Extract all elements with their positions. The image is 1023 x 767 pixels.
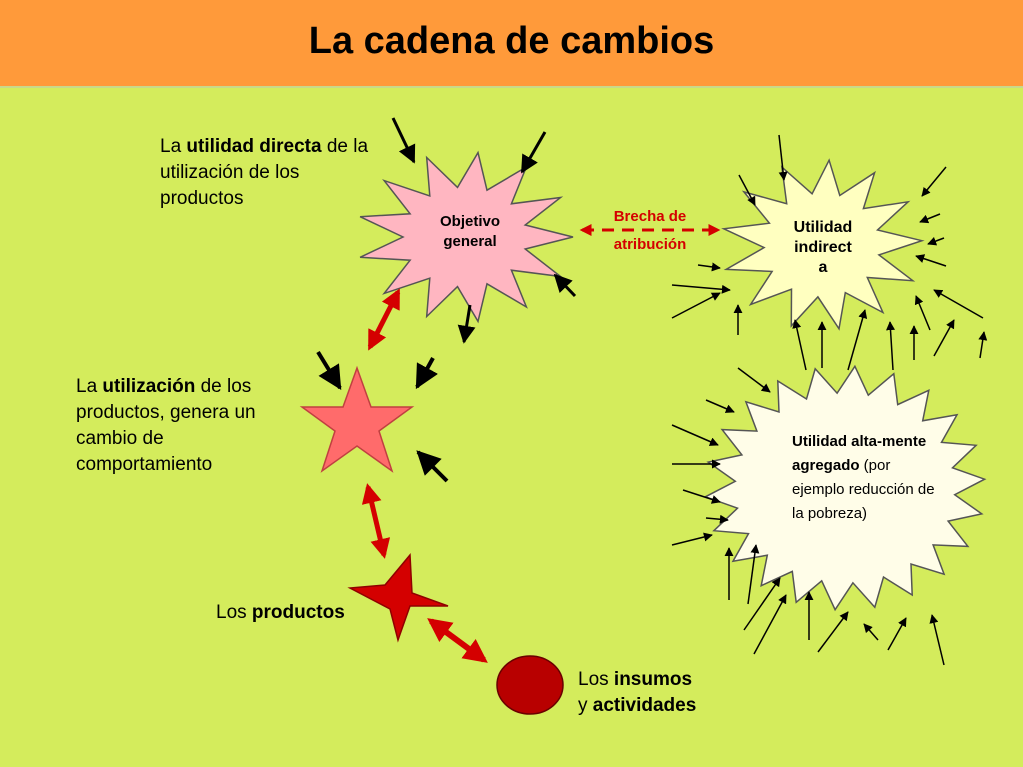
influence-arrow <box>671 424 719 446</box>
direct-utility-label: La utilidad directa de la utilización de… <box>160 136 369 209</box>
influence-arrow <box>778 134 788 181</box>
influence-arrow <box>933 289 984 319</box>
arrow-objective-utilization <box>367 288 401 351</box>
influence-arrow <box>921 166 947 197</box>
indirect-utility-text: Utilidad indirect a <box>793 219 853 276</box>
products-star <box>347 553 449 643</box>
influence-arrow <box>747 544 760 605</box>
objective-text: Objetivo general <box>439 213 500 250</box>
influence-arrow <box>915 254 947 267</box>
influence-arrow <box>792 319 807 371</box>
inputs-ellipse <box>496 655 564 715</box>
influence-arrow <box>914 295 931 331</box>
utilization-star <box>299 365 415 473</box>
high-utility-text: Utilidad alta-mente agregado (por ejempl… <box>792 433 935 522</box>
inputs-label: Los insumos y actividades <box>578 669 697 716</box>
influence-arrow <box>737 367 771 393</box>
influence-arrows <box>316 117 988 666</box>
high-utility-burst <box>703 364 987 612</box>
influence-arrow <box>416 450 449 483</box>
page-title: La cadena de cambios <box>308 20 715 62</box>
influence-arrow <box>705 514 729 524</box>
influence-arrow <box>978 331 988 359</box>
header-bar: La cadena de cambios <box>0 0 1023 88</box>
influence-arrow <box>847 309 868 371</box>
products-label: Los productos <box>216 602 345 623</box>
influence-arrow <box>863 623 879 641</box>
influence-arrow <box>817 611 849 653</box>
influence-arrow <box>671 292 721 319</box>
influence-arrow <box>553 273 577 298</box>
influence-arrow <box>929 614 945 666</box>
influence-arrow <box>671 532 713 546</box>
influence-arrow <box>887 617 907 651</box>
influence-arrow <box>415 357 438 390</box>
influence-arrow <box>753 594 787 655</box>
influence-arrow <box>919 213 941 224</box>
utilization-label: La utilización de los productos, genera … <box>76 376 256 475</box>
arrow-products-inputs <box>427 618 488 663</box>
influence-arrow <box>743 577 781 631</box>
influence-arrow <box>697 262 721 272</box>
influence-arrow <box>886 321 895 371</box>
influence-arrow <box>738 174 756 206</box>
arrow-utilization-products <box>361 483 391 559</box>
influence-arrow <box>671 284 731 294</box>
influence-arrow <box>520 131 547 174</box>
influence-arrow <box>705 399 735 413</box>
objective-burst <box>359 150 574 324</box>
influence-arrow <box>933 319 955 357</box>
attribution-gap-label: Brecha de atribución <box>613 208 687 253</box>
influence-arrow <box>316 350 342 391</box>
influence-arrow <box>391 117 416 164</box>
influence-arrow <box>927 236 945 246</box>
influence-arrow <box>682 489 721 504</box>
influence-arrow <box>457 304 476 344</box>
